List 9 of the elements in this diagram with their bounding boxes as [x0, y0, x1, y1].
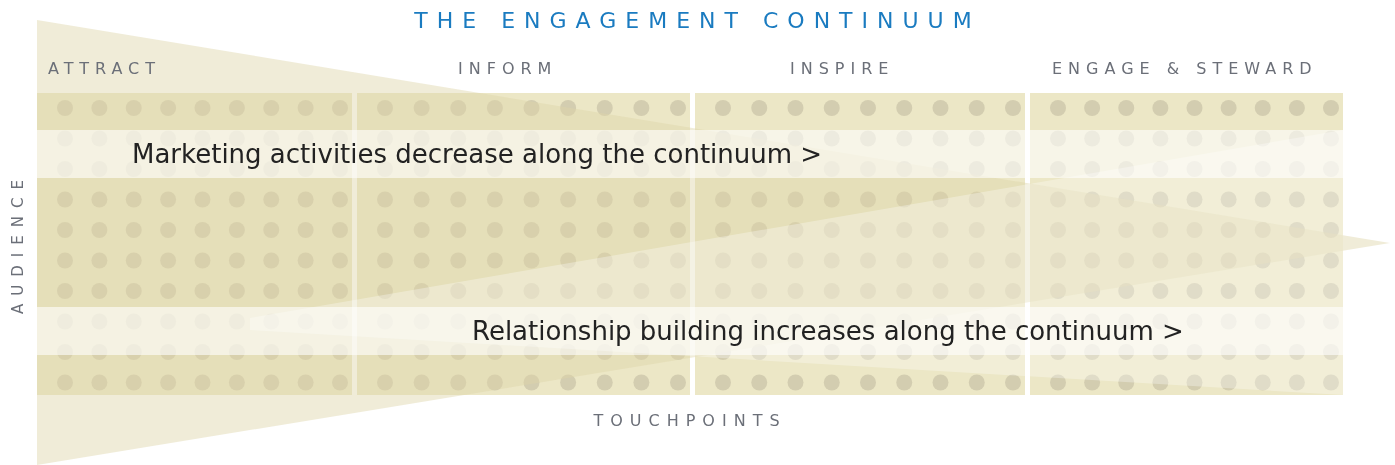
- title: THE ENGAGEMENT CONTINUUM: [413, 8, 982, 33]
- band-text: Relationship building increases along the continuum >: [472, 316, 1184, 346]
- band-text: Marketing activities decrease along the continuum >: [132, 139, 823, 169]
- stage-label: ATTRACT: [48, 59, 162, 78]
- axis-label: TOUCHPOINTS: [592, 411, 788, 430]
- stage-label: INSPIRE: [790, 59, 895, 78]
- axis-label: AUDIENCE: [9, 172, 27, 314]
- stage-label: INFORM: [458, 59, 558, 78]
- stage-label: ENGAGE & STEWARD: [1052, 59, 1318, 78]
